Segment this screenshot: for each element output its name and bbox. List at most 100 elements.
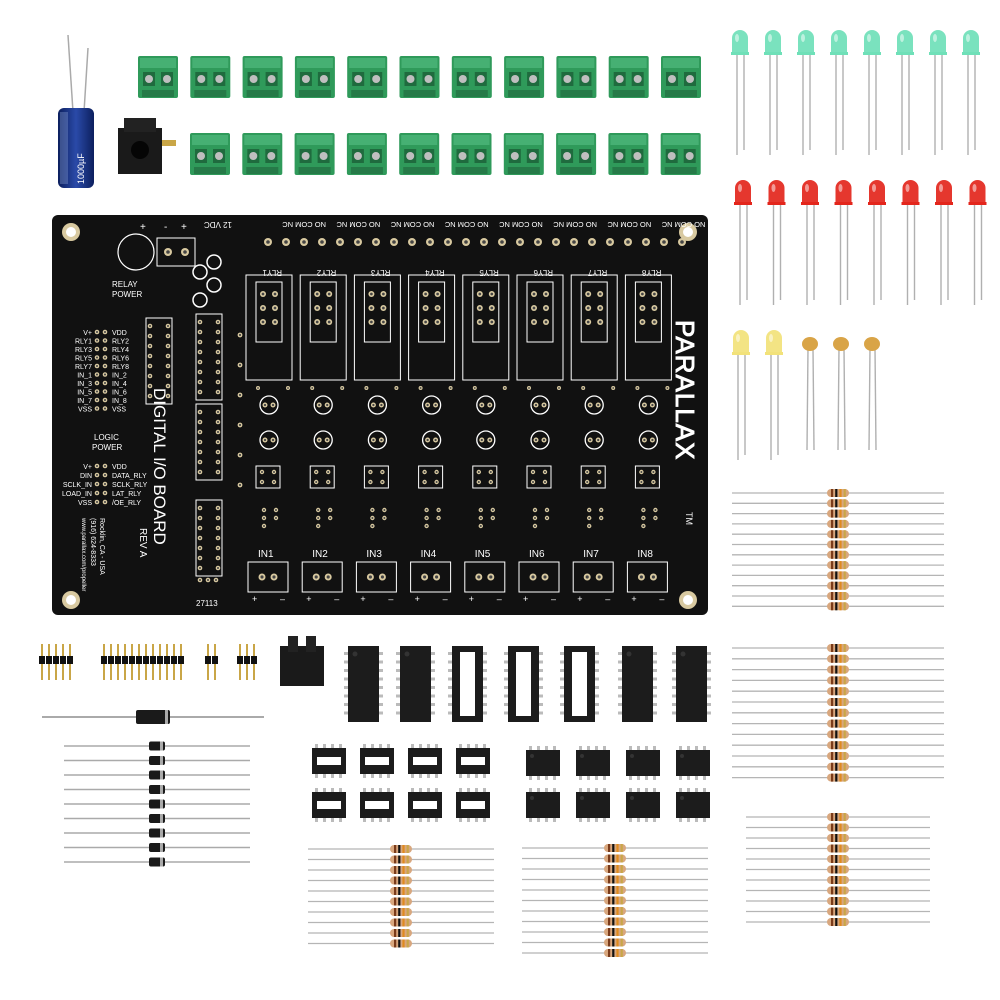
ic-chip — [672, 646, 711, 722]
resistor — [522, 886, 708, 894]
resistor — [746, 844, 930, 853]
header-pin-label: IN_7 — [77, 398, 92, 405]
led — [929, 30, 947, 155]
resistor — [732, 540, 944, 549]
resistor — [746, 918, 930, 926]
diode — [64, 799, 250, 809]
svg-text:+: + — [523, 594, 528, 604]
resistor — [746, 897, 930, 905]
relay-label: RLY3 — [370, 268, 390, 277]
resistor — [746, 855, 930, 863]
led — [962, 30, 980, 155]
header-pin-label: IN_4 — [112, 381, 127, 388]
logic-power-label: LOGIC POWER — [92, 433, 122, 452]
terminal-block — [242, 56, 283, 98]
led — [797, 30, 815, 155]
resistor — [732, 644, 944, 652]
resistor — [732, 762, 944, 771]
pin-header-5 — [39, 644, 73, 680]
resistor — [732, 676, 944, 685]
resistor — [308, 939, 494, 948]
pcb-plus-2: + — [181, 222, 187, 233]
led — [734, 180, 752, 305]
ceramic-capacitor — [864, 337, 880, 451]
resistor — [308, 887, 494, 895]
svg-text:–: – — [497, 594, 502, 604]
header-pin-label: LAT_RLY — [112, 491, 142, 498]
resistor — [522, 928, 708, 936]
resistors — [308, 489, 944, 957]
optocoupler — [526, 746, 560, 780]
terminal-block — [503, 133, 544, 175]
resistor — [522, 875, 708, 884]
resistor — [732, 561, 944, 570]
header-pin-label: RLY3 — [75, 347, 92, 354]
ceramic-capacitor — [833, 337, 849, 451]
ic-socket-8pin — [456, 744, 490, 778]
diode — [64, 756, 250, 765]
resistor — [732, 752, 944, 760]
resistor — [732, 592, 944, 600]
svg-text:+: + — [306, 594, 311, 604]
resistor — [746, 907, 930, 916]
terminal-block — [347, 56, 388, 98]
resistor — [522, 854, 708, 863]
svg-text:–: – — [551, 594, 556, 604]
relay-contact-label: NO COM NC — [390, 220, 434, 229]
dc-barrel-jack — [118, 118, 176, 174]
terminal-block — [608, 56, 649, 98]
electrolytic-capacitor: 1000µF — [58, 34, 94, 188]
ceramic-capacitor — [802, 337, 818, 451]
resistor — [746, 886, 930, 895]
ic-chip — [618, 646, 657, 722]
svg-text:POWER: POWER — [112, 290, 142, 299]
pin-header-12 — [101, 644, 184, 680]
svg-text:+: + — [631, 594, 636, 604]
relay-label: RLY8 — [641, 268, 661, 277]
resistor — [732, 665, 944, 674]
terminal-block — [451, 56, 492, 98]
svg-text:+: + — [360, 594, 365, 604]
resistor — [732, 741, 944, 750]
diode — [64, 770, 250, 780]
relay-label: RLY6 — [533, 268, 553, 277]
resistor — [522, 938, 708, 947]
led — [830, 30, 848, 155]
led — [767, 180, 786, 305]
relay-label: RLY1 — [262, 268, 282, 277]
header-pin-label: RLY2 — [112, 339, 129, 346]
resistor — [522, 907, 708, 915]
resistor — [732, 571, 944, 580]
resistor — [522, 949, 708, 957]
led — [834, 180, 853, 305]
svg-text:–: – — [443, 594, 448, 604]
resistor — [308, 866, 494, 874]
resistor — [308, 918, 494, 927]
board-address: Rocklin, CA - USA — [98, 518, 105, 575]
optocoupler — [676, 746, 710, 780]
loose-components — [39, 636, 711, 867]
header-pin-labels: V+RLY1RLY3RLY5RLY7IN_1IN_3IN_5IN_7VSSVDD… — [62, 330, 148, 507]
terminal-block — [451, 133, 492, 175]
ic-socket-16pin — [560, 646, 599, 722]
ic-chip — [344, 646, 383, 722]
terminal-block — [346, 133, 387, 175]
trademark: TM — [684, 512, 694, 525]
svg-text:–: – — [334, 594, 339, 604]
ic-socket-8pin — [360, 744, 394, 778]
resistor — [308, 845, 494, 853]
resistor — [732, 773, 944, 782]
svg-text:+: + — [415, 594, 420, 604]
resistor — [308, 908, 494, 916]
led — [732, 330, 750, 460]
led — [901, 180, 920, 305]
svg-text:–: – — [605, 594, 610, 604]
ic-socket-8pin — [360, 788, 394, 822]
pcb-minus: - — [164, 222, 167, 233]
ic-socket-16pin — [504, 646, 543, 722]
led — [863, 30, 881, 155]
header-pin-label: SCLK_IN — [63, 482, 92, 489]
optocoupler — [626, 746, 660, 780]
